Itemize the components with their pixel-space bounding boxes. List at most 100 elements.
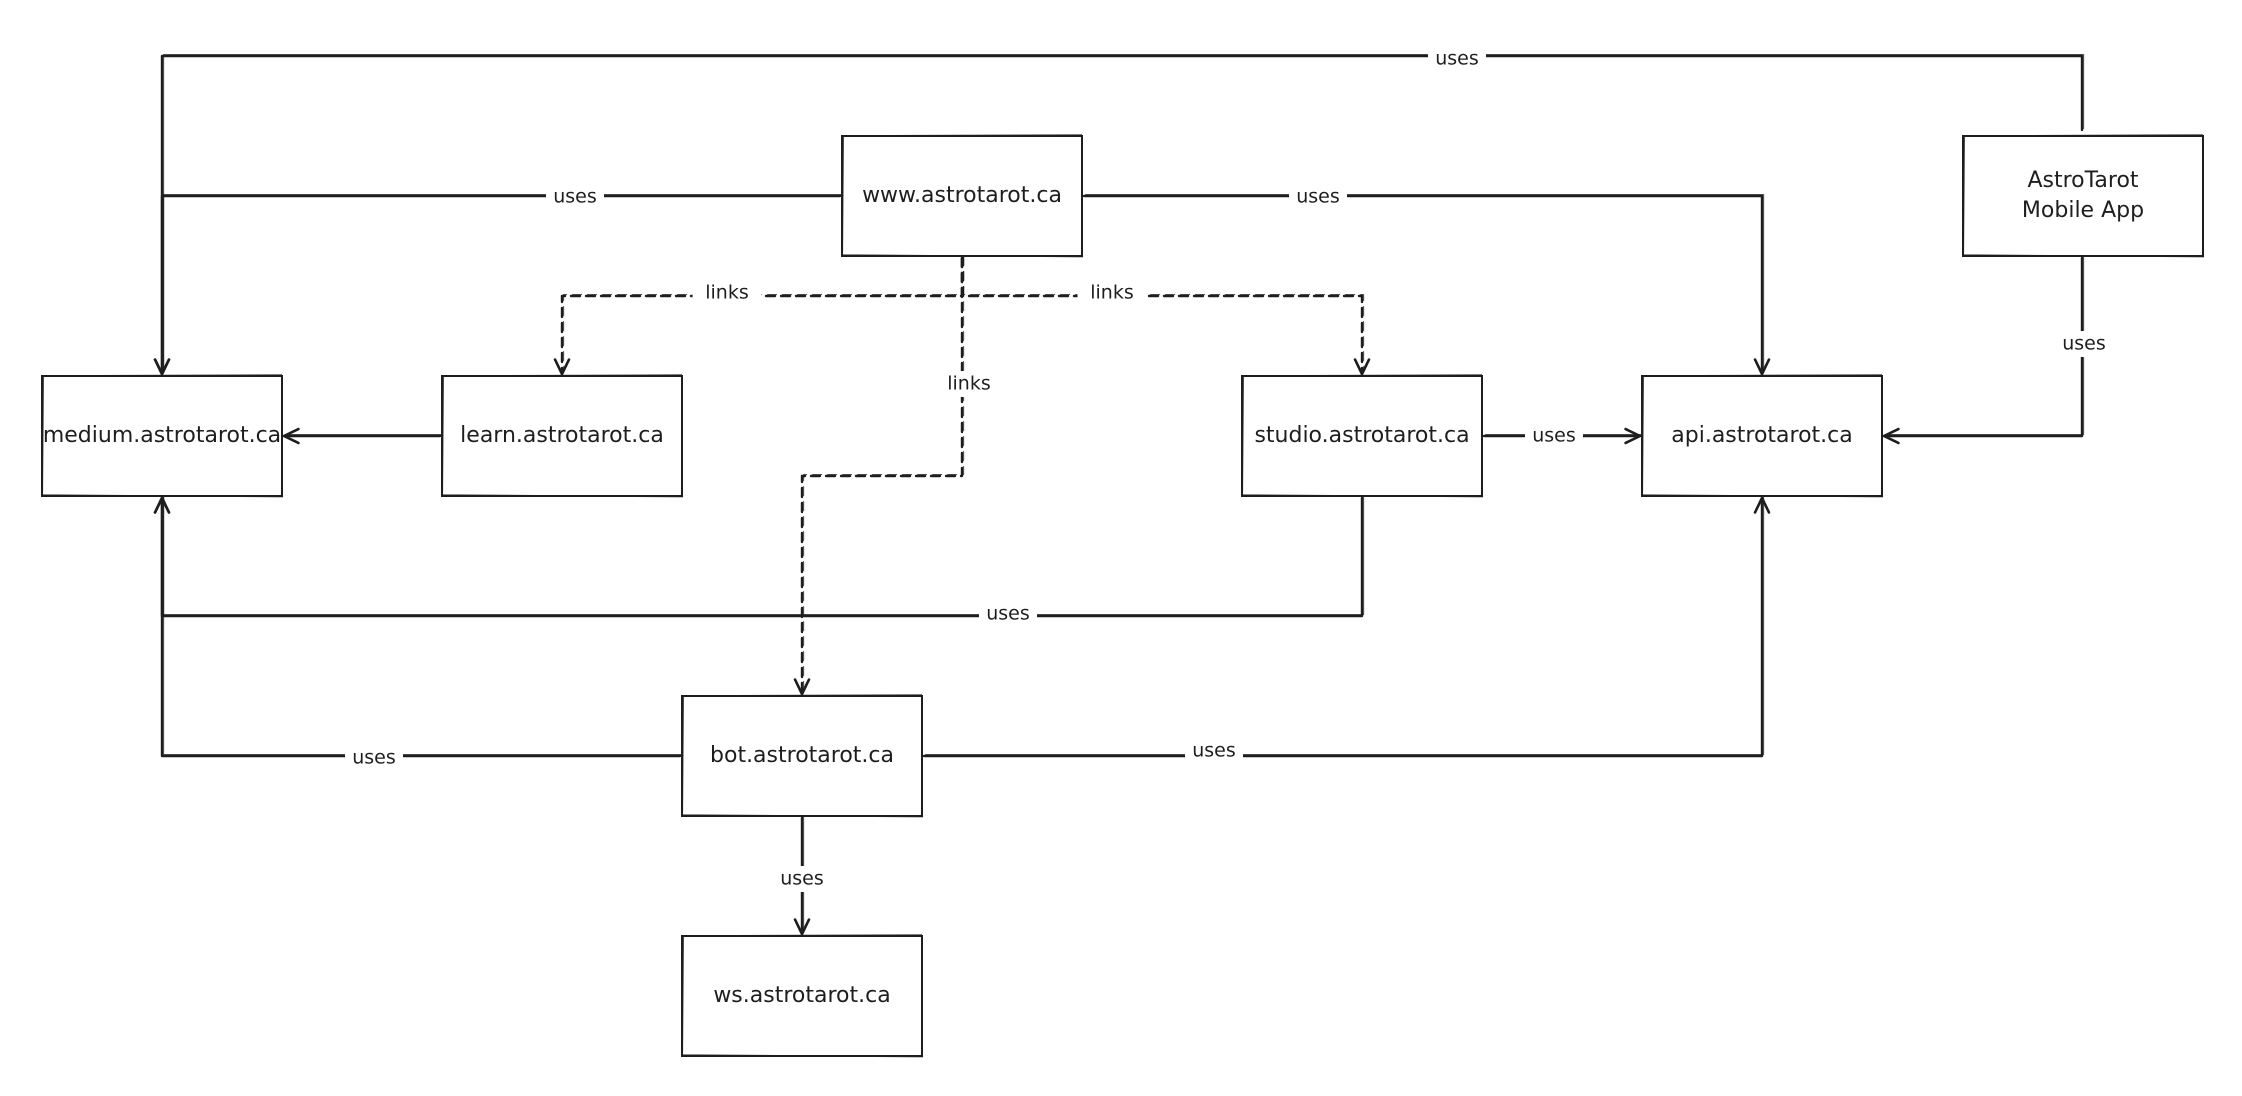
edge-line — [922, 496, 1764, 758]
edge-label-background — [979, 601, 1037, 627]
node-box — [41, 375, 283, 497]
edge-line — [160, 54, 2084, 376]
arrowhead-icon — [793, 678, 811, 696]
node-box-sketch — [841, 134, 1084, 258]
edge-label-bot-api: uses — [1185, 738, 1243, 764]
arrowhead-icon — [553, 358, 571, 376]
node-label: medium.astrotarot.ca — [43, 423, 281, 448]
node-label: ws.astrotarot.ca — [713, 983, 890, 1008]
edge-label-www-api: uses — [1289, 184, 1347, 210]
edge-label-bot-medium: uses — [345, 745, 403, 771]
node-label: learn.astrotarot.ca — [460, 423, 664, 448]
edge-line-sketch — [163, 496, 683, 756]
node-label: studio.astrotarot.ca — [1254, 423, 1469, 448]
node-box-sketch — [1962, 134, 2205, 258]
arrowhead-icon — [1753, 358, 1771, 376]
edge-www-studio — [960, 256, 1371, 376]
edge-label-text: links — [1090, 282, 1134, 304]
edge-line — [1082, 194, 1764, 376]
edge-line-sketch — [163, 54, 2085, 374]
edge-label-text: uses — [1192, 740, 1236, 762]
node-label: Mobile App — [2022, 198, 2144, 223]
edge-label-text: uses — [1435, 48, 1479, 70]
arrowhead-icon — [153, 496, 171, 514]
edge-label-text: uses — [1296, 186, 1340, 208]
arrowhead-icon — [1353, 358, 1371, 376]
edge-bot-api — [922, 496, 1771, 758]
edge-label-text: uses — [986, 603, 1030, 625]
edge-label-background — [1185, 738, 1243, 764]
node-label: bot.astrotarot.ca — [710, 743, 894, 768]
edge-label-background — [1428, 46, 1486, 72]
edge-label-text: uses — [780, 868, 824, 890]
node-api[interactable]: api.astrotarot.ca — [1641, 374, 1884, 498]
node-label: AstroTarot — [2027, 168, 2138, 193]
edge-line-sketch — [963, 256, 1365, 374]
arrowhead-icon — [793, 918, 811, 936]
edge-label-background — [934, 371, 1004, 397]
edge-studio-medium — [153, 496, 1365, 618]
edge-bot-medium — [153, 496, 683, 758]
edge-line — [560, 256, 964, 376]
node-box-sketch — [1241, 374, 1484, 498]
edge-www-medium — [153, 194, 843, 376]
edges-layer — [153, 54, 2085, 936]
edge-line-sketch — [563, 256, 965, 374]
node-www[interactable]: www.astrotarot.ca — [841, 134, 1084, 258]
edge-learn-medium — [282, 427, 443, 445]
node-box — [1641, 375, 1883, 497]
node-learn[interactable]: learn.astrotarot.ca — [441, 374, 684, 498]
edge-label-bot-ws: uses — [773, 866, 831, 892]
edge-label-www-learn: links — [692, 280, 762, 306]
edge-line-sketch — [925, 496, 1765, 756]
edge-mobile-medium — [153, 54, 2085, 376]
node-label: api.astrotarot.ca — [1671, 423, 1852, 448]
edge-label-mobile-medium: uses — [1428, 46, 1486, 72]
edge-line-sketch — [163, 194, 843, 374]
node-label: www.astrotarot.ca — [862, 183, 1062, 208]
node-box-sketch — [441, 374, 684, 498]
arrowhead-icon — [153, 358, 171, 376]
edge-line — [960, 256, 1364, 376]
edge-line-sketch — [1885, 256, 2085, 436]
edge-label-text: uses — [553, 186, 597, 208]
edge-label-text: uses — [1532, 425, 1576, 447]
node-box-sketch — [41, 374, 284, 498]
edge-line — [160, 496, 1364, 618]
edge-line — [160, 496, 682, 758]
edge-label-text: links — [705, 282, 749, 304]
node-bot[interactable]: bot.astrotarot.ca — [681, 694, 924, 818]
edge-line-sketch — [1085, 194, 1765, 374]
edge-label-www-medium: uses — [546, 184, 604, 210]
edge-line — [1882, 256, 2084, 438]
edge-label-studio-api: uses — [1525, 423, 1583, 449]
edge-line — [800, 256, 964, 696]
edge-label-www-studio: links — [1077, 280, 1147, 306]
edge-mobile-api — [1882, 256, 2085, 445]
edge-label-background — [1525, 423, 1583, 449]
edge-line-sketch — [803, 256, 965, 694]
node-ws[interactable]: ws.astrotarot.ca — [681, 934, 924, 1058]
node-medium[interactable]: medium.astrotarot.ca — [41, 374, 284, 498]
edge-label-background — [1077, 280, 1147, 306]
edge-label-text: links — [947, 373, 991, 395]
edge-label-background — [546, 184, 604, 210]
arrowhead-icon — [1753, 496, 1771, 514]
node-studio[interactable]: studio.astrotarot.ca — [1241, 374, 1484, 498]
arrowhead-icon — [282, 427, 300, 445]
arrowhead-icon — [1882, 427, 1900, 445]
edge-labels-layer: uses uses uses links links links uses uses uses u… — [345, 46, 2113, 892]
node-box-sketch — [1641, 374, 1884, 498]
node-box — [681, 935, 923, 1057]
edge-label-background — [345, 745, 403, 771]
node-box — [1962, 135, 2204, 257]
edge-line-sketch — [163, 496, 1365, 616]
node-box — [441, 375, 683, 497]
edge-label-text: uses — [352, 747, 396, 769]
edge-label-text: uses — [2062, 333, 2106, 355]
edge-label-background — [692, 280, 762, 306]
edge-label-background — [773, 866, 831, 892]
